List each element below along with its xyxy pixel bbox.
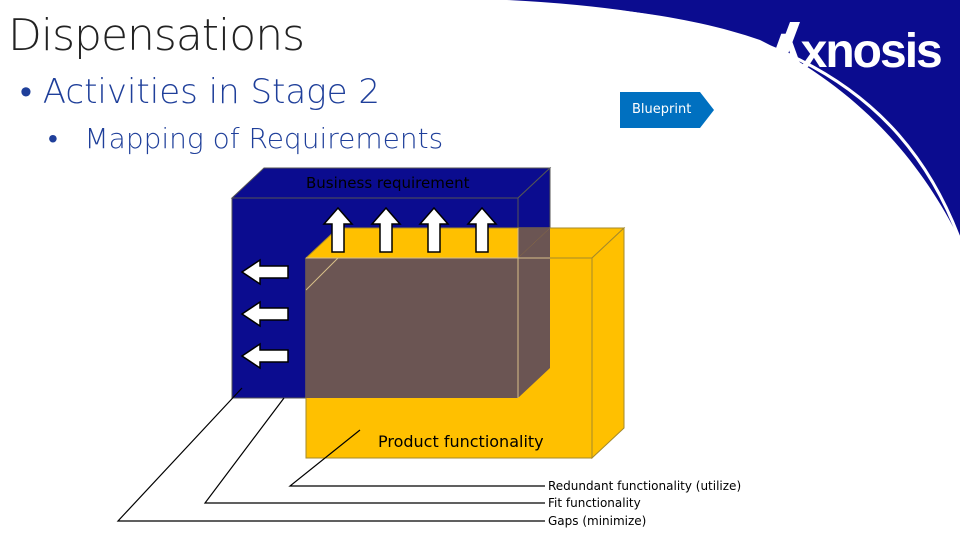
left-arrows	[240, 258, 289, 370]
header-sweep-edge	[469, 0, 960, 241]
bullet-activities: • Activities in Stage 2	[20, 72, 380, 112]
legend-gaps: Gaps (minimize)	[548, 514, 647, 528]
blueprint-label: Blueprint	[632, 102, 692, 117]
left-arrow-icon	[240, 300, 289, 328]
up-arrow-icon	[418, 206, 450, 253]
up-arrow-icon	[322, 206, 354, 253]
product-functionality-label: Product functionality	[378, 432, 544, 451]
overlap-fit-region	[305, 228, 550, 398]
left-arrow-icon	[240, 258, 289, 286]
bullet-mapping-text: Mapping of Requirements	[84, 122, 444, 155]
legend-fit: Fit functionality	[548, 496, 641, 510]
left-arrow-icon	[240, 342, 289, 370]
legend-redundant: Redundant functionality (utilize)	[548, 479, 742, 493]
blueprint-tag	[620, 92, 714, 128]
header-sweep	[470, 0, 960, 240]
up-arrow-icon	[466, 206, 498, 253]
legend-leader-lines	[116, 387, 545, 522]
up-arrow-icon	[370, 206, 402, 253]
bullet-activities-text: Activities in Stage 2	[42, 72, 380, 112]
slide-title: Dispensations	[8, 10, 305, 61]
business-requirement-label: Business requirement	[306, 174, 470, 192]
up-arrows	[322, 206, 498, 253]
bullet-mapping: • Mapping of Requirements	[48, 122, 444, 155]
logo-mark	[772, 22, 800, 70]
company-logo: Axnosis	[768, 25, 943, 78]
